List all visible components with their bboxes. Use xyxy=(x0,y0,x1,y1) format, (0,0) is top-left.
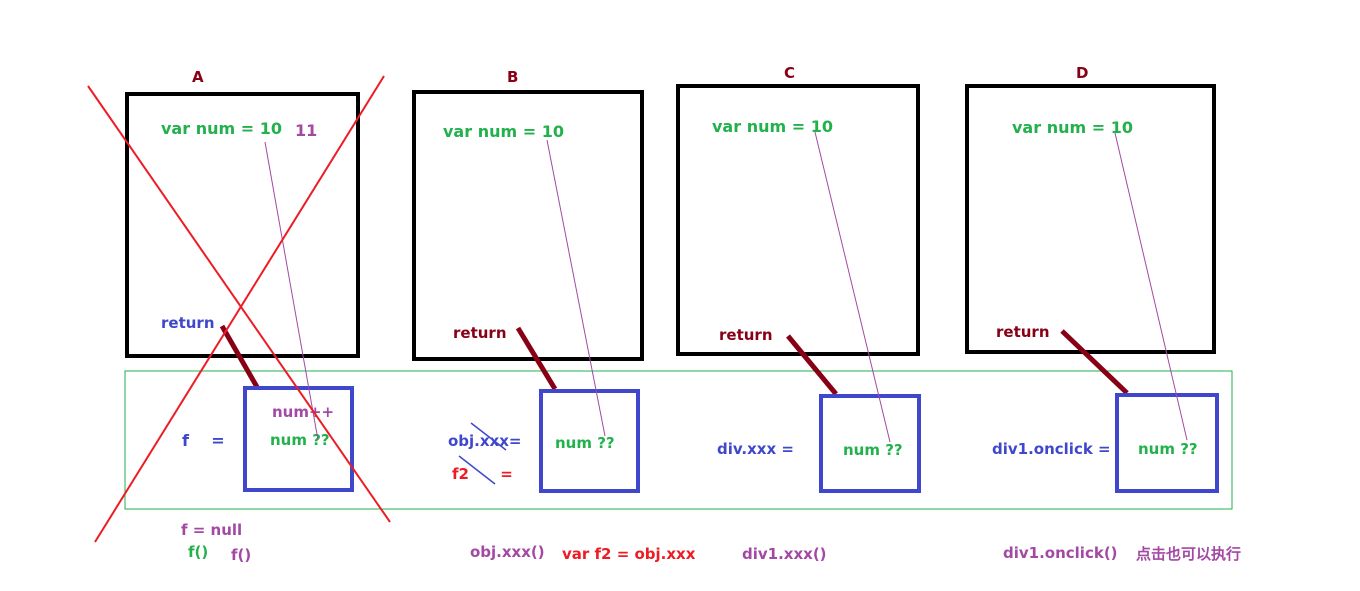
panel-c-outer-box xyxy=(676,84,920,356)
panel-b-outer-box xyxy=(412,90,644,361)
panel-a-return-label: return xyxy=(161,314,215,332)
panel-a: A var num = 10 11 return num++ num ?? f … xyxy=(87,68,391,564)
panel-c: C var num = 10 return num ?? div.xxx = d… xyxy=(676,64,921,563)
panel-a-updated-value: 11 xyxy=(295,121,317,140)
panel-c-inner-box xyxy=(819,394,921,493)
panel-d-title: D xyxy=(1076,64,1088,82)
panel-b-return-connector xyxy=(515,326,558,391)
panel-a-pointer-line xyxy=(264,141,319,441)
panel-d-var-decl: var num = 10 xyxy=(1012,118,1133,137)
panel-a-cross-line-2 xyxy=(94,75,385,543)
panel-d: D var num = 10 return num ?? div1.onclic… xyxy=(965,64,1241,563)
panel-c-assign-label: div.xxx = xyxy=(717,440,794,458)
panel-b-return-label: return xyxy=(453,324,507,342)
panel-b-assign-label: obj.xxx= xyxy=(448,432,521,450)
panel-a-outer-box xyxy=(125,92,360,358)
panel-b-var-decl: var num = 10 xyxy=(443,122,564,141)
panel-a-title: A xyxy=(192,68,204,86)
panel-c-title: C xyxy=(784,64,795,82)
panel-c-below-1: div1.xxx() xyxy=(742,545,827,563)
panel-c-return-label: return xyxy=(719,326,773,344)
panel-d-pointer-line xyxy=(1114,132,1188,441)
panel-b-inner-line: num ?? xyxy=(555,434,615,452)
panel-a-inner-box xyxy=(243,386,354,492)
panel-b-pointer-line xyxy=(546,139,606,437)
panel-c-return-connector xyxy=(786,334,838,396)
panel-d-below-2: 点击也可以执行 xyxy=(1136,545,1241,563)
panel-a-inner-line1: num++ xyxy=(272,403,334,421)
panel-c-inner-line: num ?? xyxy=(843,441,903,459)
panel-a-cross-line-1 xyxy=(87,85,391,523)
panel-c-var-decl: var num = 10 xyxy=(712,117,833,136)
panel-b-title: B xyxy=(507,68,518,86)
panel-d-inner-box xyxy=(1115,393,1219,493)
panel-b-inner-box xyxy=(539,389,640,493)
panel-b-strike-2 xyxy=(458,455,496,485)
panel-d-inner-line: num ?? xyxy=(1138,440,1198,458)
panel-a-inner-line2: num ?? xyxy=(270,431,330,449)
inner-function-frame xyxy=(124,370,1233,510)
panel-a-below-2: f() xyxy=(188,543,208,561)
panel-b: B var num = 10 return num ?? obj.xxx= f2… xyxy=(412,68,696,563)
panel-b-below-2: var f2 = obj.xxx xyxy=(562,545,696,563)
panel-d-return-label: return xyxy=(996,323,1050,341)
panel-d-outer-box xyxy=(965,84,1216,354)
panel-d-assign-label: div1.onclick = xyxy=(992,440,1111,458)
panel-d-return-connector xyxy=(1060,329,1129,395)
panel-a-var-decl: var num = 10 xyxy=(161,119,282,138)
panel-a-below-3: f() xyxy=(231,546,251,564)
panel-b-strike-1 xyxy=(470,422,507,451)
panel-a-return-connector xyxy=(219,324,260,389)
panel-c-pointer-line xyxy=(814,131,891,443)
panel-b-below-1: obj.xxx() xyxy=(470,543,545,561)
panel-a-assign-label: f = xyxy=(182,431,225,450)
panel-a-below-1: f = null xyxy=(181,521,242,539)
panel-d-below-1: div1.onclick() xyxy=(1003,544,1118,562)
